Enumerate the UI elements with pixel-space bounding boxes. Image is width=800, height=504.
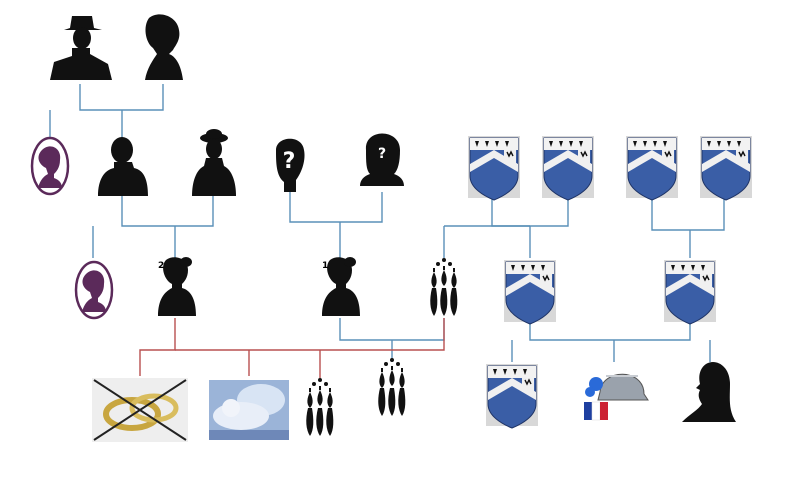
unknown-father-icon: ? bbox=[276, 138, 305, 192]
coat-of-arms-icon-2 bbox=[541, 135, 595, 201]
unknown-father-mark: ? bbox=[283, 149, 296, 174]
ermine-icon-2 bbox=[306, 378, 333, 436]
sleeping-angel-icon bbox=[209, 380, 289, 440]
coat-of-arms-icon-4 bbox=[699, 135, 753, 201]
coat-of-arms-icon-1 bbox=[467, 135, 521, 201]
maternal-connectors bbox=[139, 318, 445, 378]
long-hair-silhouette-icon bbox=[682, 362, 736, 422]
helmet-cornflower-icon bbox=[584, 373, 649, 421]
great-grandfather-icon bbox=[50, 16, 112, 80]
great-grandmother-icon bbox=[145, 14, 183, 80]
coat-of-arms-icon-7 bbox=[485, 363, 539, 429]
lost-portrait-icon bbox=[30, 136, 70, 196]
coat-of-arms-icon-5 bbox=[503, 259, 557, 325]
grandmother-icon bbox=[192, 129, 236, 196]
crossed-rings-icon bbox=[92, 378, 188, 442]
spouse-2-number: 2 bbox=[158, 261, 164, 271]
paternal-connectors bbox=[49, 84, 725, 362]
coat-of-arms-icon-6 bbox=[663, 259, 717, 325]
lost-portrait-icon-2 bbox=[74, 260, 114, 320]
unknown-mother-mark: ? bbox=[378, 146, 386, 162]
coat-of-arms-icon-3 bbox=[625, 135, 679, 201]
spouse-1-number: 1 bbox=[322, 261, 328, 271]
ermine-icon-3 bbox=[378, 358, 405, 416]
ermine-icon-1 bbox=[430, 258, 457, 316]
unknown-mother-icon: ? bbox=[360, 133, 404, 186]
grandfather-icon bbox=[98, 137, 148, 196]
